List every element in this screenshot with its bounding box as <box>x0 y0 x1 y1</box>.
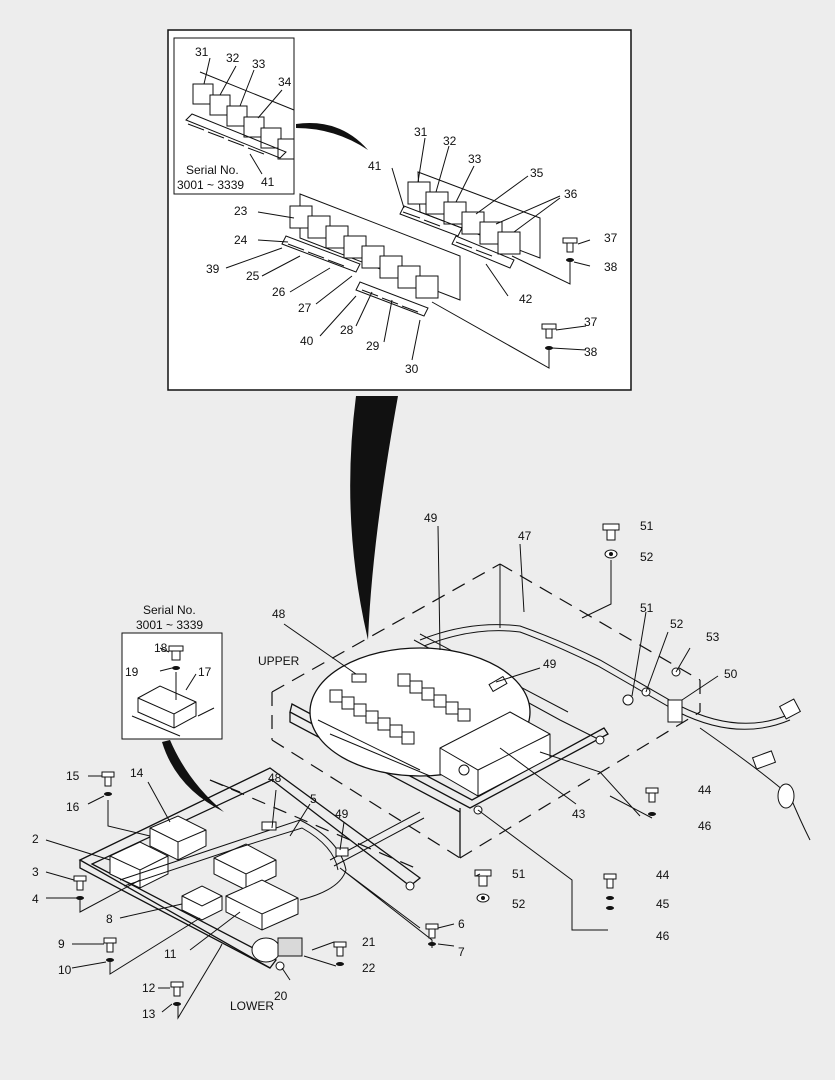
callout-46: 46 <box>656 929 670 943</box>
lower-label: LOWER <box>230 999 274 1013</box>
callout-49: 49 <box>335 807 349 821</box>
callout-38: 38 <box>584 345 598 359</box>
callout-36: 36 <box>564 187 578 201</box>
callout-38: 38 <box>604 260 618 274</box>
callout-11: 11 <box>164 947 177 961</box>
lower-serial-line2: 3001 ~ 3339 <box>136 618 203 632</box>
callout-51: 51 <box>640 601 654 615</box>
bolt-3 <box>73 875 87 900</box>
bolt-51-top <box>602 523 620 559</box>
callout-18: 18 <box>154 641 168 655</box>
callout-48: 48 <box>268 771 282 785</box>
callout-2: 2 <box>32 832 39 846</box>
callout-37: 37 <box>584 315 598 329</box>
callout-8: 8 <box>106 912 113 926</box>
callout-52: 52 <box>640 550 654 564</box>
bolt-37-top <box>562 237 578 262</box>
bolt-15 <box>101 771 115 796</box>
callout-16: 16 <box>66 800 80 814</box>
callout-31: 31 <box>195 45 209 59</box>
callout-25: 25 <box>246 269 260 283</box>
callout-32: 32 <box>226 51 240 65</box>
relay-group-left <box>281 193 461 317</box>
callout-10: 10 <box>58 963 72 977</box>
callout-28: 28 <box>340 323 354 337</box>
lower-assembly: Serial No. 3001 ~ 3339 <box>32 603 481 1021</box>
callout-23: 23 <box>234 204 248 218</box>
relay-detail-inset: Serial No. 3001 ~ 3339 <box>167 29 632 391</box>
callout-9: 9 <box>58 937 65 951</box>
callout-30: 30 <box>405 362 419 376</box>
callout-20: 20 <box>274 989 288 1003</box>
callout-45: 45 <box>656 897 670 911</box>
callout-33: 33 <box>252 57 266 71</box>
callout-17: 17 <box>198 665 212 679</box>
lower-pointer-arrow <box>162 740 224 812</box>
callout-43: 43 <box>572 807 586 821</box>
callout-52: 52 <box>670 617 684 631</box>
bolt-51-bottom <box>474 869 492 903</box>
callout-44: 44 <box>698 783 712 797</box>
callout-6: 6 <box>458 917 465 931</box>
bolt-6 <box>425 923 439 946</box>
bolt-37-bottom <box>541 323 557 350</box>
relay-group-right <box>399 171 541 269</box>
callout-12: 12 <box>142 981 156 995</box>
callout-3: 3 <box>32 865 39 879</box>
callout-5: 5 <box>310 792 317 806</box>
callout-48: 48 <box>272 607 286 621</box>
callout-52: 52 <box>512 897 526 911</box>
callout-22: 22 <box>362 961 376 975</box>
bolt-9 <box>103 937 117 962</box>
lower-serial-line1: Serial No. <box>143 603 196 617</box>
serial-subinset: Serial No. 3001 ~ 3339 <box>173 37 295 195</box>
callout-33: 33 <box>468 152 482 166</box>
inset-pointer-arrow <box>350 396 398 640</box>
module-43 <box>439 711 551 797</box>
subinset-serial-line1: Serial No. <box>186 163 239 177</box>
upper-assembly: UPPER 49 47 51 52 51 52 53 50 48 49 43 4… <box>258 511 811 943</box>
callout-37: 37 <box>604 231 618 245</box>
callout-41: 41 <box>261 175 275 189</box>
callout-14: 14 <box>130 766 144 780</box>
callout-51: 51 <box>640 519 654 533</box>
callout-35: 35 <box>530 166 544 180</box>
callout-13: 13 <box>142 1007 156 1021</box>
callout-49: 49 <box>543 657 557 671</box>
callout-19: 19 <box>125 665 139 679</box>
bolt-44-top <box>645 787 659 816</box>
callout-39: 39 <box>206 262 220 276</box>
callout-44: 44 <box>656 868 670 882</box>
callout-47: 47 <box>518 529 532 543</box>
callout-31: 31 <box>414 125 428 139</box>
callout-53: 53 <box>706 630 720 644</box>
callout-24: 24 <box>234 233 248 247</box>
callout-29: 29 <box>366 339 380 353</box>
callout-49: 49 <box>424 511 438 525</box>
callout-46: 46 <box>698 819 712 833</box>
callout-40: 40 <box>300 334 314 348</box>
bolt-12 <box>170 981 184 1006</box>
subinset-serial-line2: 3001 ~ 3339 <box>177 178 244 192</box>
lower-inset-module <box>131 645 215 737</box>
bolt-21 <box>333 941 347 966</box>
upper-relay-cluster <box>317 673 471 777</box>
callout-34: 34 <box>278 75 292 89</box>
callout-32: 32 <box>443 134 457 148</box>
callout-42: 42 <box>519 292 533 306</box>
callout-26: 26 <box>272 285 286 299</box>
callout-4: 4 <box>32 892 39 906</box>
callout-51: 51 <box>512 867 526 881</box>
callout-21: 21 <box>362 935 376 949</box>
bolt-44-bottom <box>603 873 617 910</box>
callout-15: 15 <box>66 769 80 783</box>
subinset-relay-row <box>185 71 295 160</box>
callout-7: 7 <box>458 945 465 959</box>
callout-27: 27 <box>298 301 312 315</box>
callout-50: 50 <box>724 667 738 681</box>
subinset-pointer-arrow <box>296 123 368 150</box>
callout-41: 41 <box>368 159 382 173</box>
upper-label: UPPER <box>258 654 300 668</box>
